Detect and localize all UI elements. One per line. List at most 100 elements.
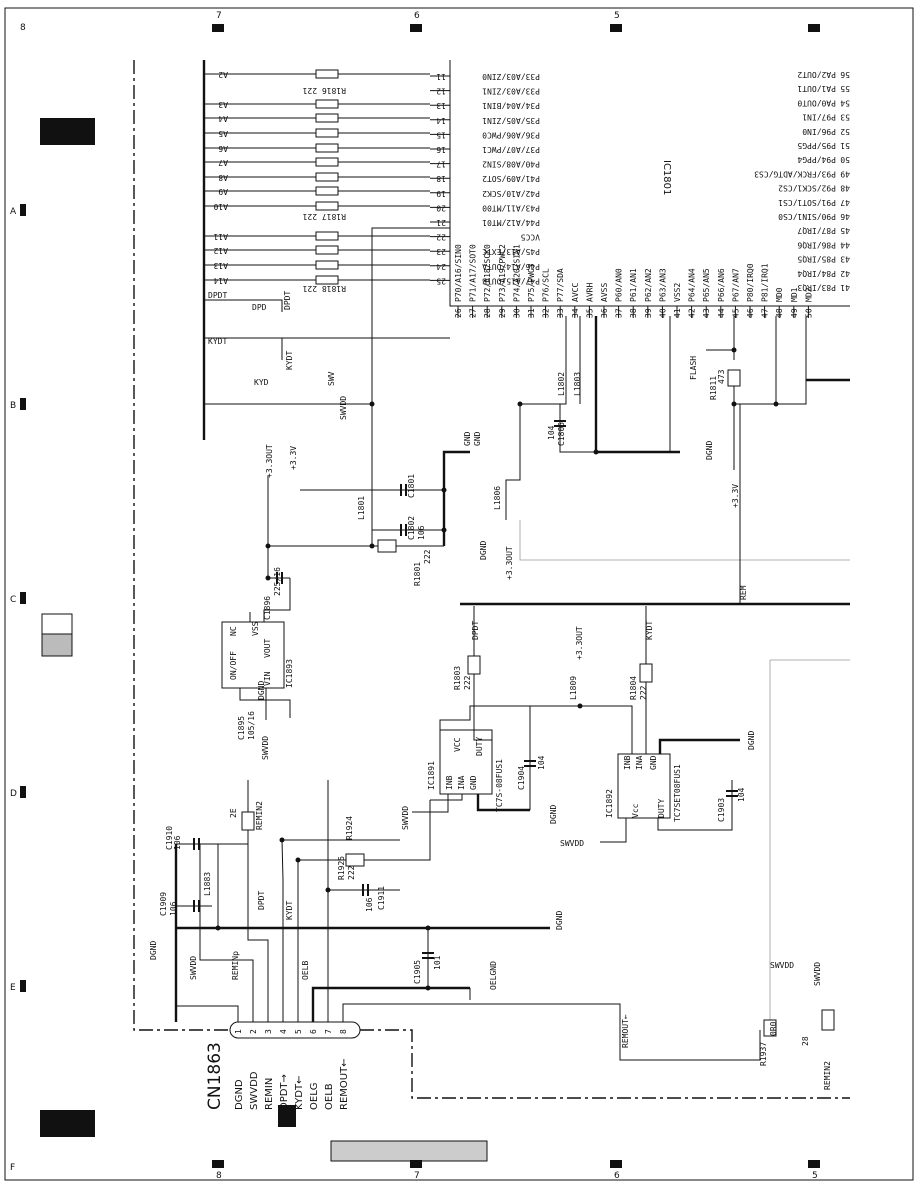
- rail-dgnd-e: DGND: [257, 681, 266, 700]
- ic1801-pin-name: PA0/OUT0: [797, 98, 836, 107]
- ic1801-pin-name: P70/A16/SIN0: [454, 244, 463, 302]
- ic1801-pin-num: 14: [436, 116, 446, 125]
- array-resistor: [315, 157, 339, 167]
- ic1801-pin-name: P40/A08/SIN2: [482, 160, 540, 169]
- l1809-ref: L1809: [569, 676, 578, 700]
- c1903-val: 104: [737, 787, 746, 802]
- c1911-val: 106: [365, 897, 374, 912]
- ic1891-pin-inb: INB: [445, 775, 454, 790]
- label-swv: SWV: [327, 371, 336, 386]
- c1805-ref: C1805: [557, 422, 566, 446]
- ic1801-pin-num: 53: [840, 113, 850, 122]
- ic1801-pin-name: P33/A03/ZIN0: [482, 72, 540, 81]
- ic1801-pin-name: P90/SIN1/CS0: [778, 212, 836, 221]
- ic1801-pin-num: 46: [840, 212, 850, 221]
- ic1801-pin-num: 12: [436, 87, 446, 96]
- ic1893-pin-nc: NC: [229, 626, 238, 636]
- swvdd-tag: SWVDD: [813, 962, 822, 986]
- r1924-ref: R1924: [345, 816, 354, 840]
- addr-label: A9: [218, 187, 228, 196]
- ic1801-pin-name: P77/SDA: [556, 268, 565, 302]
- ic1801-pin-name: P73/A19/PWC2: [498, 244, 507, 302]
- label-kydt-bus: KYDT: [208, 337, 227, 346]
- tick-left-E: E: [10, 983, 16, 993]
- ic1892: IC1892 TC7SET08FUS1 INB INA GND Vcc DUTY: [605, 753, 682, 822]
- remout-label: REMOUT←: [621, 1014, 630, 1048]
- ic1801-pin-name: P85/IRQ5: [797, 255, 836, 264]
- rail-swvdd-d: SWVDD: [770, 961, 794, 970]
- ic1801-pin-num: 27: [469, 308, 478, 318]
- ic1801-pin-name: P42/A10/SCK2: [482, 189, 540, 198]
- ic1801-pin-name: P91/SOT1/CS1: [778, 198, 836, 207]
- array-resistor: [315, 128, 339, 138]
- footer-box: [330, 1140, 488, 1162]
- r2e-ref: 2E: [229, 808, 238, 818]
- tick-left-D: D: [10, 789, 17, 799]
- rail-dgnd-d: DGND: [705, 441, 714, 460]
- connector-ref: CN1863: [205, 1042, 225, 1110]
- connector-signal-label: DGND: [234, 1079, 245, 1110]
- ic1801-pin-name: P36/A06/PWC0: [482, 130, 540, 139]
- ic1801-pin-num: 28: [483, 308, 492, 318]
- ic1801-pin-name: P87/IRQ7: [797, 226, 836, 235]
- ic1801-pin-name: P84/IRQ4: [797, 269, 836, 278]
- ic1892-pin-vcc: Vcc: [631, 803, 640, 818]
- resistor-2e: [241, 811, 255, 831]
- ic1801-pin-num: 31: [527, 308, 536, 318]
- c1801-ref: C1801: [407, 474, 416, 498]
- ic1801-pin-num: 55: [840, 84, 850, 93]
- ic1801-pin-name: P47/A15/OUTB: [482, 276, 540, 285]
- ic1801-pin-name: P46/A14/OUTA: [482, 262, 540, 271]
- ic1801-pin-num: 13: [436, 101, 446, 110]
- ic1891-pin-vcc: VCC: [453, 737, 462, 752]
- net-oelgnd: OELGND: [489, 961, 498, 990]
- pin6-wire: [311, 986, 470, 1022]
- ic1801-pin-name: P64/AN4: [688, 268, 697, 302]
- ic1801-ref: IC1801: [661, 160, 672, 195]
- ic1892-part: TC7SET08FUS1: [673, 764, 682, 822]
- ic1801-pin-num: 15: [436, 130, 446, 139]
- ic1801-pin-num: 44: [840, 240, 850, 249]
- resistor-r1804: [639, 663, 653, 683]
- remin-wire: [212, 780, 249, 845]
- r1811-val: 473: [717, 369, 726, 384]
- addr-label: A7: [218, 158, 228, 167]
- connector-pin-num: 5: [294, 1029, 303, 1034]
- ic1801-pins-right: 56PA2/OUT255PA1/OUT154PA0/OUT053P97/IN15…: [754, 70, 850, 292]
- ic1801-pin-name: P75/PWC3: [527, 263, 536, 302]
- r1925-ref: R1925: [337, 856, 346, 880]
- array-resistor: [315, 231, 339, 241]
- ic1801-pin-num: 32: [542, 308, 551, 318]
- c1896-ref: C1896: [263, 596, 272, 620]
- ic1891-pin-duty: DUTY: [475, 737, 484, 756]
- ic1801-pin-name: P72/A18/SCK0: [483, 244, 492, 302]
- array-resistor: [315, 69, 339, 79]
- ic1891-ref: IC1891: [427, 761, 436, 790]
- c1805-val: 104: [547, 425, 556, 440]
- label-kydt-pin: KYDT: [285, 351, 294, 370]
- addr-label: A10: [213, 202, 228, 211]
- ic1801-pin-name: VCC5: [521, 233, 540, 242]
- c1910-ref: C1910: [165, 826, 174, 850]
- ic1801-pin-num: 21: [436, 218, 446, 227]
- pin4-wire: [281, 839, 284, 1022]
- ic1801-pin-name: P60/AN0: [615, 268, 624, 302]
- c1802-ref: C1802: [407, 516, 416, 540]
- tick-top-1: 8: [20, 23, 26, 33]
- rail-dgnd-f: DGND: [555, 911, 564, 930]
- ic1801-pin-num: 50: [804, 308, 813, 318]
- boundary-bottom: [360, 1029, 850, 1099]
- pin8-wire: [342, 1003, 761, 1061]
- ic1801-pin-name: AVRH: [585, 283, 594, 302]
- rail-33v-a: +3.3V: [289, 446, 298, 470]
- ic1801-pin-num: 16: [436, 145, 446, 154]
- connector-pin-num: 7: [324, 1029, 333, 1034]
- ic1801-pin-name: AVSS: [600, 283, 609, 302]
- connector-signal-label: SWVDD: [249, 1071, 260, 1110]
- connector-signal-label: KYDT←: [294, 1076, 305, 1111]
- tick-bottom-2: 7: [414, 1171, 420, 1181]
- connector-signal-label: DPDT→: [279, 1074, 290, 1110]
- r1801-val: 222: [423, 549, 432, 564]
